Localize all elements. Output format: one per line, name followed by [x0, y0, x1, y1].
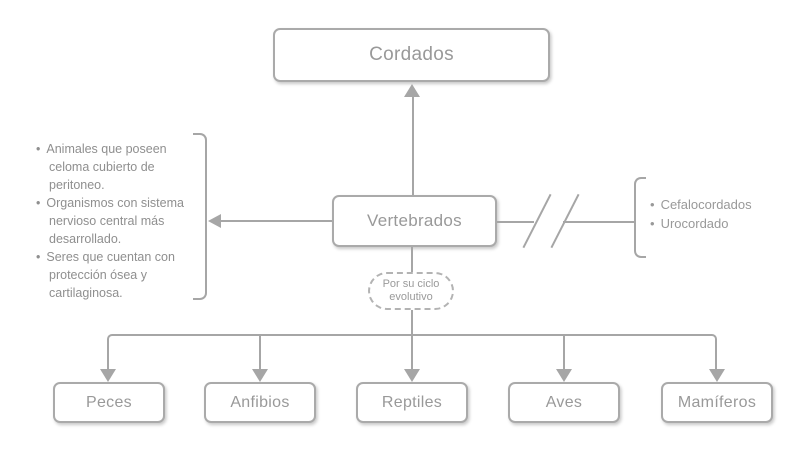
connector-vertebrados-right-notes	[563, 221, 634, 223]
node-reptiles-label: Reptiles	[381, 393, 443, 411]
arrowhead-left-icon	[208, 214, 221, 228]
node-anfibios-label: Anfibios	[230, 393, 290, 411]
right-bracket	[634, 177, 646, 258]
branch-label-text: Por su ciclo evolutivo	[382, 278, 440, 303]
node-mamiferos: Mamíferos	[661, 382, 773, 423]
node-aves: Aves	[508, 382, 620, 423]
node-cordados: Cordados	[273, 28, 550, 82]
arrowhead-up-icon	[404, 84, 420, 97]
connector-vertebrados-left-notes	[221, 220, 332, 222]
left-notes-list: Animales que poseen celoma cubierto de p…	[36, 140, 196, 302]
node-vertebrados: Vertebrados	[332, 195, 497, 247]
node-cordados-label: Cordados	[369, 44, 454, 65]
arrowhead-down-icon	[404, 369, 420, 382]
left-note-item: Seres que cuentan con protección ósea y …	[36, 248, 196, 302]
node-mamiferos-label: Mamíferos	[677, 393, 757, 411]
branch-label-pill: Por su ciclo evolutivo	[368, 272, 454, 310]
arrowhead-down-icon	[556, 369, 572, 382]
arrowhead-down-icon	[252, 369, 268, 382]
node-aves-label: Aves	[545, 393, 583, 411]
connector-vertebrados-right-notes	[497, 221, 534, 223]
child-drop-line	[259, 335, 261, 370]
node-peces: Peces	[53, 382, 165, 423]
left-note-item: Organismos con sistema nervioso central …	[36, 194, 196, 248]
left-note-item: Animales que poseen celoma cubierto de p…	[36, 140, 196, 194]
right-notes-list: Cefalocordados Urocordado	[650, 195, 780, 233]
child-drop-line	[563, 335, 565, 370]
node-peces-label: Peces	[86, 393, 132, 411]
arrowhead-down-icon	[709, 369, 725, 382]
node-anfibios: Anfibios	[204, 382, 316, 423]
node-reptiles: Reptiles	[356, 382, 468, 423]
children-rail	[107, 334, 717, 370]
node-vertebrados-label: Vertebrados	[367, 211, 462, 230]
right-note-item: Urocordado	[650, 214, 780, 233]
connector-vertebrados-cordados	[412, 96, 414, 195]
left-bracket	[193, 133, 207, 300]
arrowhead-down-icon	[100, 369, 116, 382]
right-note-item: Cefalocordados	[650, 195, 780, 214]
